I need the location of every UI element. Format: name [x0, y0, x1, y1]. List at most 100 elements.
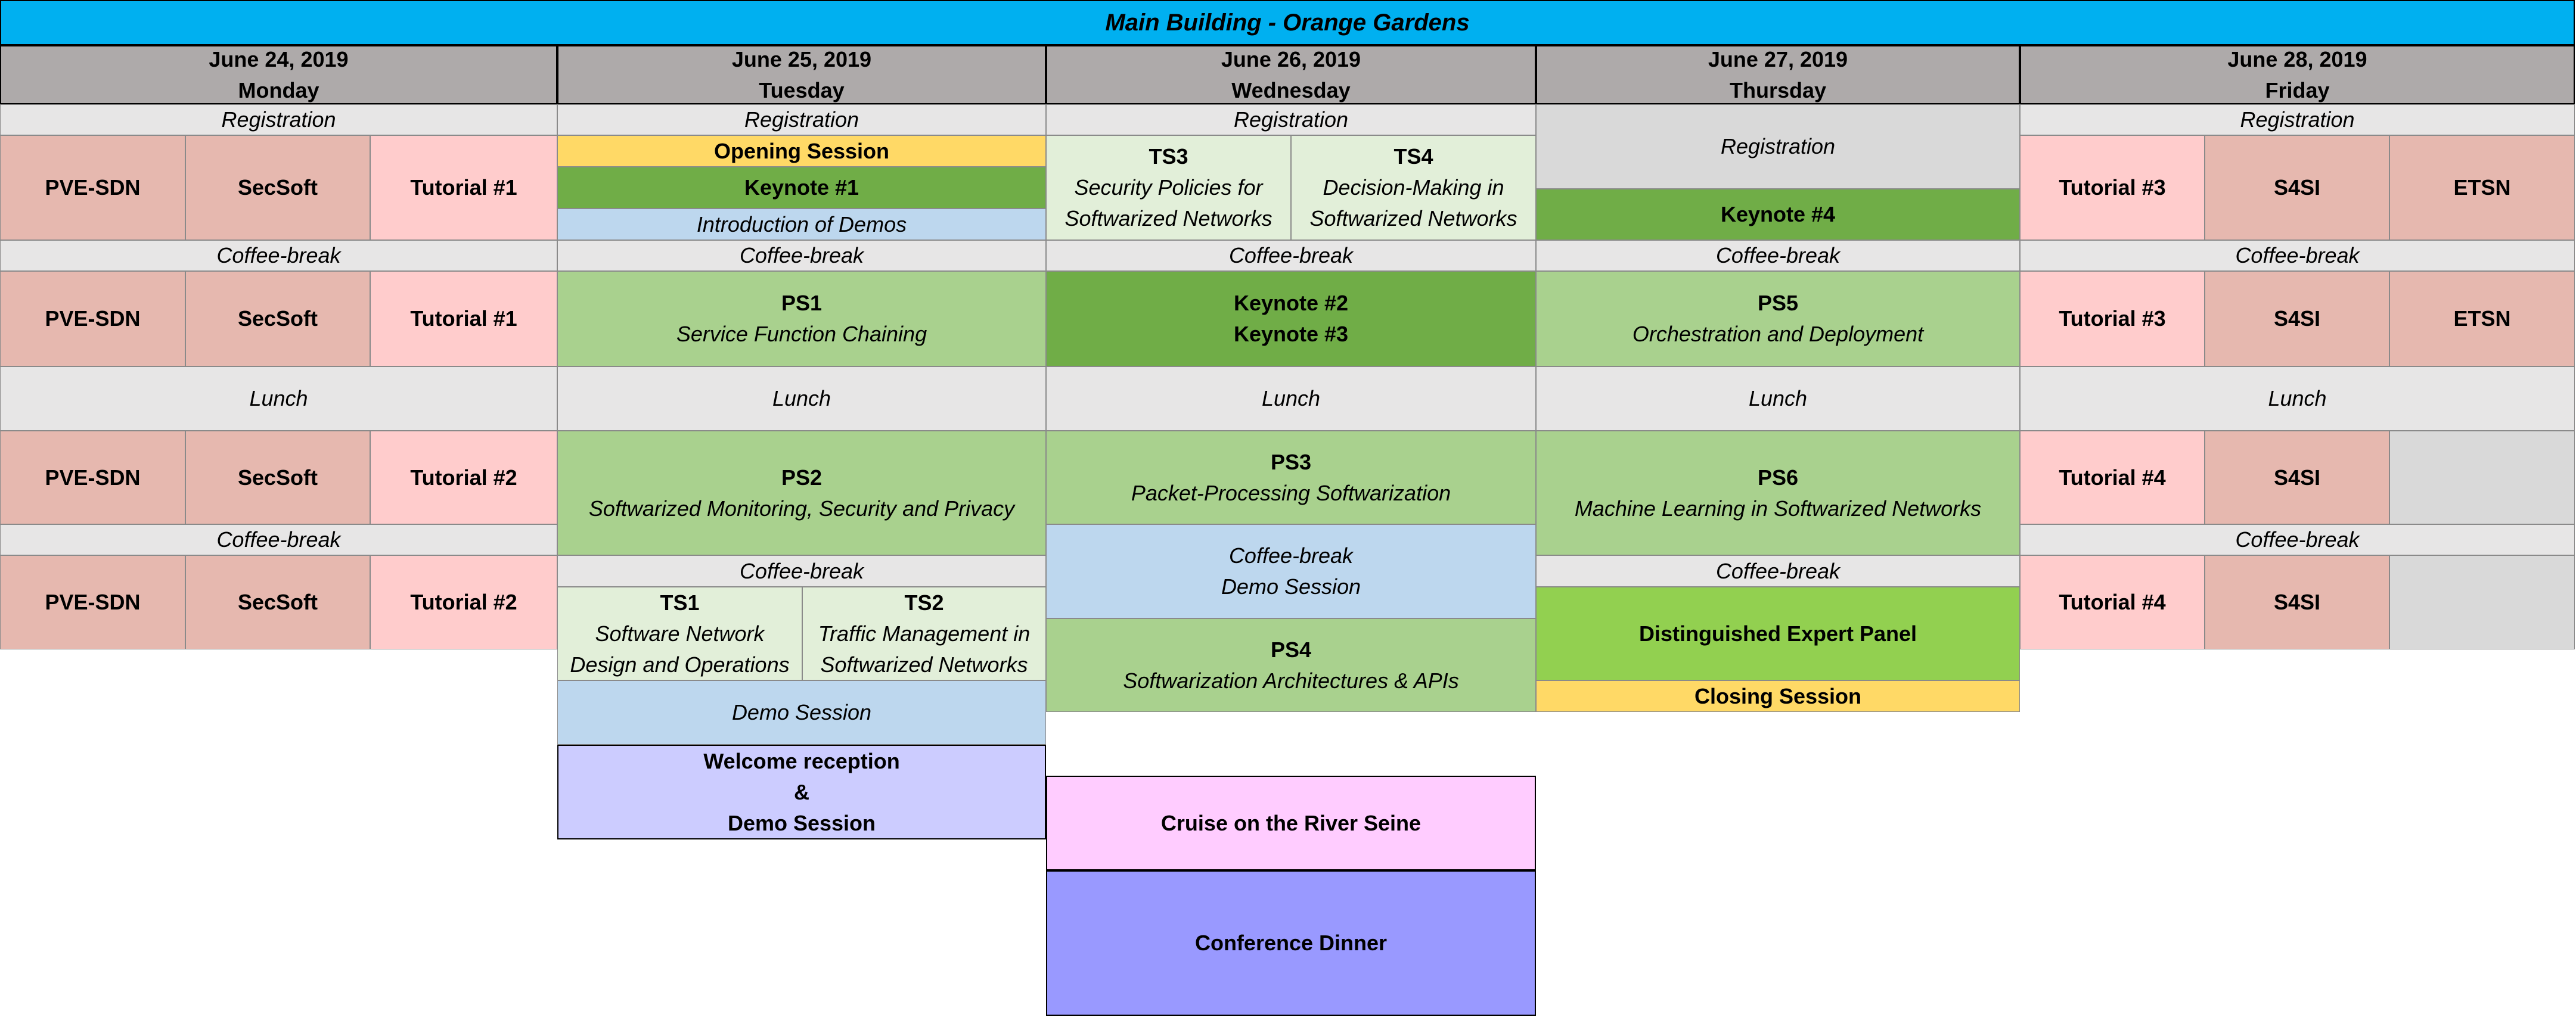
- session-coffee-break-text: Coffee-break: [1715, 558, 1841, 583]
- session-cruise: Cruise on the River Seine: [1046, 776, 1536, 870]
- session-tutorial-2-text: Tutorial #2: [410, 590, 517, 614]
- session-tutorial-4-text: Tutorial #4: [2059, 465, 2166, 490]
- session-secsoft-text: SecSoft: [237, 175, 318, 200]
- session-pve-sdn-text: PVE-SDN: [45, 590, 141, 614]
- session-ts2-text: TS2: [904, 590, 944, 615]
- session-ts4-text: Decision-Making in: [1323, 175, 1504, 200]
- session-opening: Opening Session: [557, 135, 1046, 167]
- session-coffee-break-text: Coffee-break: [216, 527, 341, 552]
- session-ts1-text: TS1: [660, 590, 700, 615]
- banner-title: Main Building - Orange Gardens: [0, 0, 2575, 45]
- day-header-tuesday-text: Tuesday: [759, 77, 845, 102]
- session-closing-text: Closing Session: [1694, 683, 1862, 708]
- session-ps5-text: Orchestration and Deployment: [1632, 322, 1924, 346]
- empty-slot: [2389, 431, 2575, 524]
- session-lunch: Lunch: [557, 366, 1046, 431]
- session-ts2-text: Softwarized Networks: [820, 652, 1028, 677]
- session-pve-sdn-text: PVE-SDN: [45, 175, 141, 200]
- session-tutorial-3-text: Tutorial #3: [2059, 175, 2166, 200]
- session-ts4-text: Softwarized Networks: [1309, 206, 1517, 231]
- session-registration: Registration: [0, 104, 557, 135]
- session-expert-panel: Distinguished Expert Panel: [1536, 587, 2020, 680]
- session-pve-sdn: PVE-SDN: [0, 135, 185, 240]
- session-pve-sdn-text: PVE-SDN: [45, 465, 141, 490]
- session-lunch-text: Lunch: [249, 386, 308, 410]
- session-s4si-text: S4SI: [2273, 306, 2321, 331]
- session-keynotes-2-3-text: Keynote #3: [1233, 322, 1349, 346]
- session-ps4-text: Softwarization Architectures & APIs: [1123, 668, 1459, 693]
- session-expert-panel-text: Distinguished Expert Panel: [1638, 621, 1917, 646]
- session-coffee-break: Coffee-break: [557, 555, 1046, 587]
- session-registration: Registration: [557, 104, 1046, 135]
- session-pve-sdn: PVE-SDN: [0, 555, 185, 649]
- session-coffee-break: Coffee-break: [2020, 524, 2575, 555]
- session-coffee-break-text: Coffee-break: [2235, 527, 2360, 552]
- session-registration: Registration: [2020, 104, 2575, 135]
- session-ps6-text: PS6: [1757, 465, 1799, 490]
- day-header-wednesday-text: Wednesday: [1231, 77, 1351, 102]
- banner-title-text: Main Building - Orange Gardens: [1105, 10, 1470, 36]
- session-coffee-demo-text: Coffee-break: [1228, 543, 1354, 568]
- session-keynote-1-text: Keynote #1: [744, 175, 859, 200]
- session-s4si-text: S4SI: [2273, 590, 2321, 614]
- session-intro-demos: Introduction of Demos: [557, 209, 1046, 240]
- session-coffee-break: Coffee-break: [1536, 240, 2020, 271]
- session-s4si: S4SI: [2205, 555, 2389, 649]
- day-header-monday-text: Monday: [238, 77, 319, 102]
- session-lunch-text: Lunch: [772, 386, 831, 410]
- session-registration: Registration: [1046, 104, 1536, 135]
- session-ps2-text: PS2: [781, 465, 823, 490]
- session-coffee-break: Coffee-break: [557, 240, 1046, 271]
- day-header-monday-text: June 24, 2019: [209, 46, 349, 71]
- session-ps5-text: PS5: [1757, 291, 1799, 315]
- session-registration: Registration: [1536, 104, 2020, 189]
- session-tutorial-3: Tutorial #3: [2020, 135, 2205, 240]
- session-s4si: S4SI: [2205, 431, 2389, 524]
- session-conference-dinner: Conference Dinner: [1046, 870, 1536, 1016]
- session-pve-sdn: PVE-SDN: [0, 431, 185, 524]
- session-registration-text: Registration: [744, 107, 859, 132]
- session-coffee-demo-text: Demo Session: [1221, 574, 1361, 599]
- session-ts3-text: TS3: [1149, 144, 1188, 169]
- session-coffee-break-text: Coffee-break: [216, 243, 341, 268]
- session-coffee-break-text: Coffee-break: [1228, 243, 1354, 268]
- session-lunch: Lunch: [2020, 366, 2575, 431]
- session-ps6-text: Machine Learning in Softwarized Networks: [1574, 496, 1982, 521]
- session-welcome-reception-text: Welcome reception: [703, 748, 900, 773]
- session-lunch-text: Lunch: [1748, 386, 1808, 410]
- session-ps4-text: PS4: [1270, 637, 1312, 662]
- session-etsn: ETSN: [2389, 271, 2575, 366]
- session-s4si-text: S4SI: [2273, 465, 2321, 490]
- session-secsoft: SecSoft: [185, 431, 370, 524]
- session-tutorial-2: Tutorial #2: [370, 555, 557, 649]
- session-pve-sdn-text: PVE-SDN: [45, 306, 141, 331]
- session-ts1-text: Software Network: [595, 621, 765, 646]
- session-conference-dinner-text: Conference Dinner: [1194, 931, 1388, 955]
- session-keynote-1: Keynote #1: [557, 167, 1046, 209]
- session-ts3-text: Security Policies for: [1074, 175, 1263, 200]
- session-ts2-text: Traffic Management in: [818, 621, 1031, 646]
- session-secsoft-text: SecSoft: [237, 465, 318, 490]
- day-header-tuesday-text: June 25, 2019: [731, 46, 872, 71]
- session-ps2-text: Softwarized Monitoring, Security and Pri…: [588, 496, 1015, 521]
- session-welcome-reception: Welcome reception&Demo Session: [557, 745, 1046, 839]
- session-secsoft: SecSoft: [185, 135, 370, 240]
- session-lunch-text: Lunch: [1261, 386, 1321, 410]
- session-ts3-text: Softwarized Networks: [1064, 206, 1273, 231]
- session-tutorial-2-text: Tutorial #2: [410, 465, 517, 490]
- session-registration-text: Registration: [221, 107, 336, 132]
- session-tutorial-3-text: Tutorial #3: [2059, 306, 2166, 331]
- session-tutorial-1: Tutorial #1: [370, 135, 557, 240]
- session-tutorial-1-text: Tutorial #1: [410, 175, 517, 200]
